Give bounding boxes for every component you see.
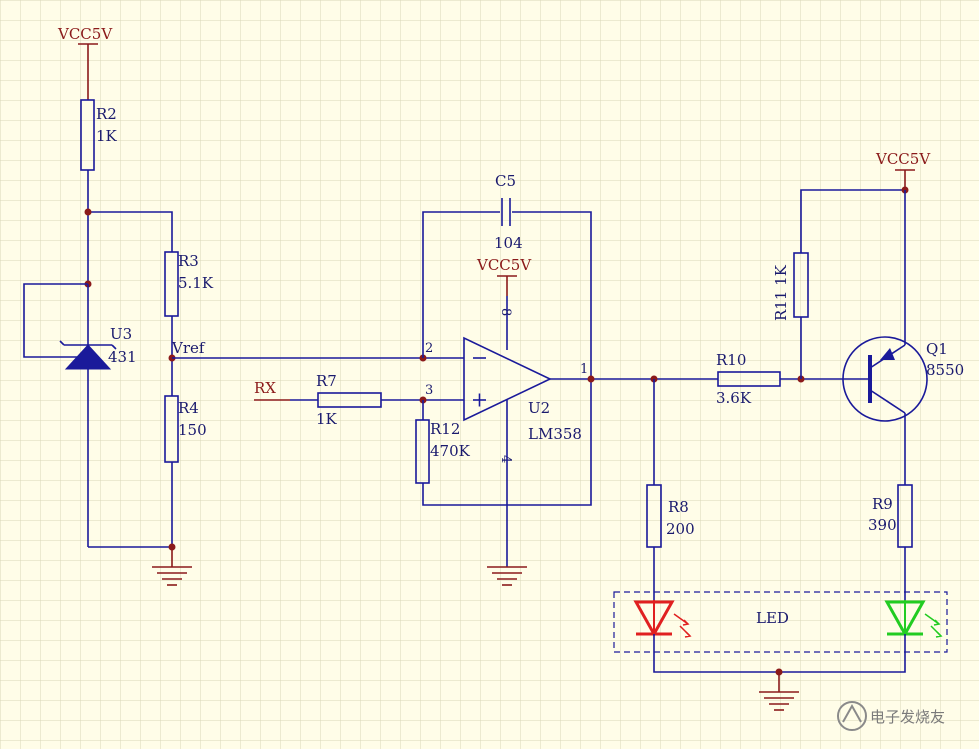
pin-1: 1 [580,362,588,377]
r12-ref: R12 [430,420,460,438]
pin-8: 8 [498,308,513,316]
r3-ref: R3 [178,252,199,270]
r8-value: 200 [666,520,695,538]
wire-c5-left [422,211,500,358]
pin-3: 3 [425,383,433,398]
r9-value: 390 [868,516,897,534]
r8-ref: R8 [668,498,689,516]
vcc-left-power-symbol: VCC5V [57,25,113,100]
u3-ref: U3 [110,325,132,343]
op-amp-u2: 2 3 1 8 4 U2 LM358 [425,308,588,463]
vcc-left-label: VCC5V [57,25,113,43]
led-label: LED [756,609,789,627]
watermark-logo: 电子发烧友 [837,701,945,731]
wire-c5-right [512,211,592,379]
vref-label: Vref [171,339,206,357]
watermark-text: 电子发烧友 [870,708,945,726]
resistor-r8: R8 200 [646,484,695,548]
r2-value: 1K [96,127,118,145]
ground-symbol-op [487,566,527,586]
r7-ref: R7 [316,372,337,390]
r10-ref: R10 [716,351,746,369]
u3-value: 431 [108,348,137,366]
u2-value: LM358 [528,425,582,443]
c5-value: 104 [494,234,523,252]
resistor-r2: R2 1K [80,99,118,171]
vcc-op-label: VCC5V [476,256,532,274]
q1-ref: Q1 [926,340,948,358]
ground-symbol-left [152,547,192,586]
pin-2: 2 [425,341,433,356]
c5-ref: C5 [495,172,516,190]
vcc-right-label: VCC5V [875,150,931,168]
u2-ref: U2 [528,399,550,417]
shunt-regulator-u3: U3 431 [23,283,137,547]
r4-value: 150 [178,421,207,439]
r3-value: 5.1K [178,274,214,292]
q1-value: 8550 [926,361,964,379]
capacitor-c5: C5 104 [494,172,523,252]
junction [84,208,92,216]
r12-value: 470K [430,442,471,460]
wire-r11-vcc [800,189,905,253]
r7-value: 1K [316,410,338,428]
r10-value: 3.6K [716,389,752,407]
ground-symbol-right [759,672,799,711]
rx-label: RX [254,379,276,397]
resistor-r10: R10 3.6K [716,351,781,407]
junction [587,375,595,383]
r11-label: R11 1K [772,264,790,321]
r9-ref: R9 [872,495,893,513]
wire-r2-r3 [87,170,173,252]
r2-ref: R2 [96,105,117,123]
vcc-right-power-symbol: VCC5V [875,150,931,190]
led-package: LED [613,591,948,653]
vcc-op-power-symbol: VCC5V [476,256,532,296]
transistor-q1: Q1 8550 [842,190,964,422]
resistor-r4: R4 150 [164,395,207,463]
resistor-r12: R12 470K [415,400,471,484]
led-red [633,600,692,638]
r4-ref: R4 [178,399,199,417]
pin-4: 4 [498,455,513,463]
